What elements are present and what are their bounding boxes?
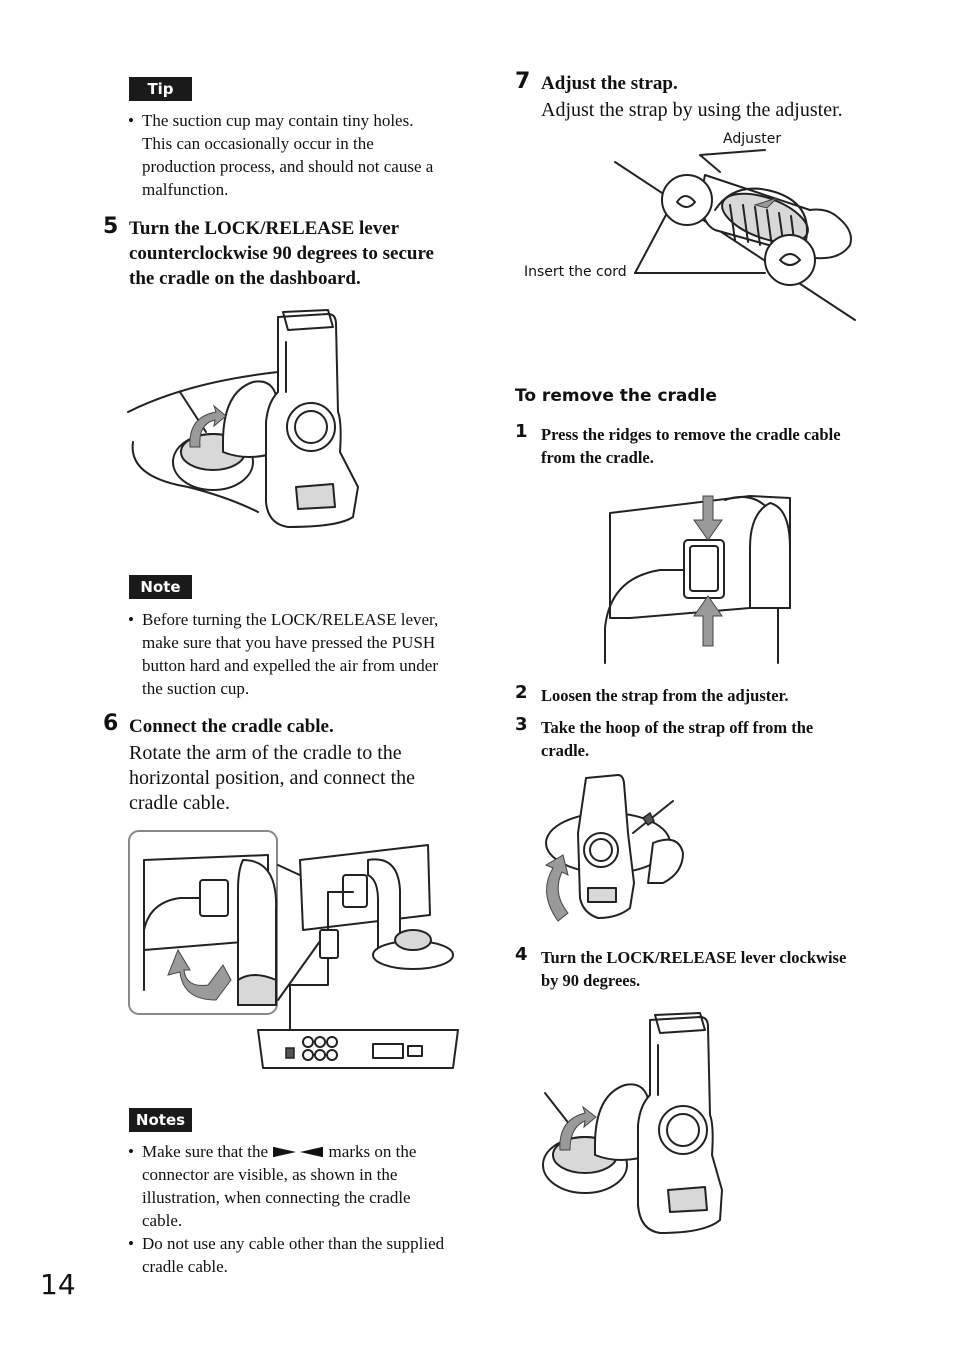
remove-step3-number: 3 xyxy=(515,714,528,735)
tip-label: Tip xyxy=(129,77,192,101)
adjuster-callout: Adjuster xyxy=(723,131,782,147)
step6-number: 6 xyxy=(103,711,119,736)
step6-body: Rotate the arm of the cradle to the hori… xyxy=(129,742,416,814)
connector-marks-icon xyxy=(273,1147,324,1157)
tip-line: The suction cup may contain tiny holes. xyxy=(142,111,414,130)
step7-heading: Adjust the strap. xyxy=(541,73,678,94)
notes-list: Make sure that the marks on the connecto… xyxy=(128,1140,473,1278)
remove-step1-illustration xyxy=(604,495,791,664)
remove-step1-text: Press the ridges to remove the cradle ca… xyxy=(541,425,841,467)
remove-step4-text: Turn the LOCK/RELEASE lever clockwise by… xyxy=(541,948,847,990)
insert-cord-callout: Insert the cord xyxy=(524,264,627,280)
tip-list: The suction cup may contain tiny holes. … xyxy=(128,109,468,201)
step5-heading: Turn the LOCK/RELEASE lever counterclock… xyxy=(129,218,434,289)
tip-line: malfunction. xyxy=(142,180,229,199)
step7-illustration xyxy=(614,149,856,321)
remove-cradle-title: To remove the cradle xyxy=(515,386,717,406)
step7-body: Adjust the strap by using the adjuster. xyxy=(541,99,843,121)
tip-line: This can occasionally occur in the xyxy=(142,134,374,153)
remove-step2-number: 2 xyxy=(515,682,528,703)
remove-step2-text: Loosen the strap from the adjuster. xyxy=(541,686,789,705)
remove-step1-number: 1 xyxy=(515,421,528,442)
tip-line: production process, and should not cause… xyxy=(142,157,434,176)
page-number: 14 xyxy=(40,1268,76,1301)
remove-step3-illustration xyxy=(544,774,684,922)
step7-number: 7 xyxy=(515,69,531,94)
note-item: Before turning the LOCK/RELEASE lever, m… xyxy=(128,608,473,700)
note-label: Note xyxy=(129,575,192,599)
remove-step4-number: 4 xyxy=(515,944,528,965)
step6-illustration xyxy=(128,830,459,1069)
step6-heading: Connect the cradle cable. xyxy=(129,716,334,737)
notes-label: Notes xyxy=(129,1108,192,1132)
step5-illustration xyxy=(127,309,359,528)
note-list: Before turning the LOCK/RELEASE lever, m… xyxy=(128,608,473,700)
step5-number: 5 xyxy=(103,214,119,239)
tip-item: The suction cup may contain tiny holes. … xyxy=(128,109,468,201)
notes-item: Make sure that the marks on the connecto… xyxy=(128,1140,473,1232)
notes-item: Do not use any cable other than the supp… xyxy=(128,1232,473,1278)
remove-step3-text: Take the hoop of the strap off from the … xyxy=(541,718,814,760)
remove-step4-illustration xyxy=(542,1012,723,1234)
